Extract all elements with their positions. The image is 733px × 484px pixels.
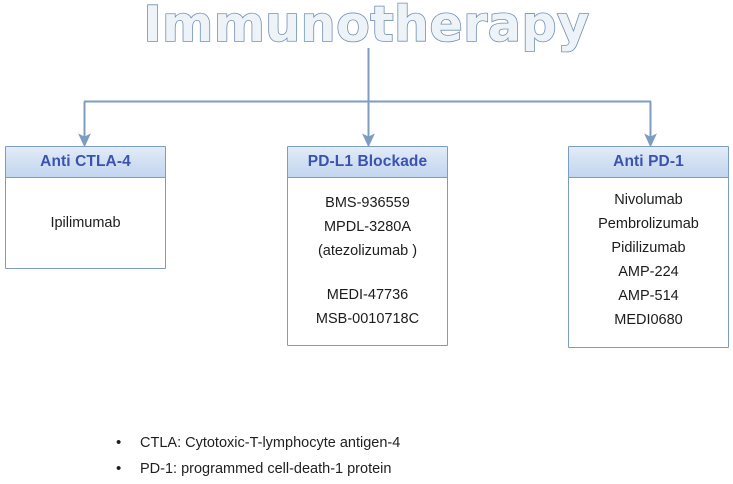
node-item: Ipilimumab [50,215,121,231]
node-anti-ctla4[interactable]: Anti CTLA-4 Ipilimumab [5,146,166,269]
node-pd-l1-blockade[interactable]: PD-L1 Blockade BMS-936559 MPDL-3280A (at… [287,146,448,346]
node-item: Pembrolizumab [598,216,699,232]
legend-item-text: CTLA: Cytotoxic-T-lymphocyte antigen-4 [140,435,401,451]
node-header-anti-ctla4: Anti CTLA-4 [6,147,165,178]
node-body-pd-l1-blockade: BMS-936559 MPDL-3280A (atezolizumab ) ME… [288,178,447,345]
node-header-pd-l1-blockade: PD-L1 Blockade [288,147,447,178]
legend-item: • PD-1: programmed cell-death-1 protein [112,456,672,482]
node-item-spacer [288,263,447,283]
node-item: MEDI-47736 [326,287,409,303]
bullet-icon: • [116,434,122,451]
legend-list: • CTLA: Cytotoxic-T-lymphocyte antigen-4… [112,430,672,482]
node-item: Nivolumab [614,192,683,208]
node-item: AMP-514 [618,288,679,304]
legend-item-text: PD-1: programmed cell-death-1 protein [140,461,392,477]
legend-item: • CTLA: Cytotoxic-T-lymphocyte antigen-4 [112,430,672,456]
node-body-anti-pd1: Nivolumab Pembrolizumab Pidilizumab AMP-… [569,178,728,347]
node-item: Pidilizumab [611,240,686,256]
node-item: (atezolizumab ) [317,243,418,259]
node-item: MEDI0680 [614,312,683,328]
node-item: MPDL-3280A [323,219,412,235]
node-item: AMP-224 [618,264,679,280]
node-body-anti-ctla4: Ipilimumab [6,178,165,268]
node-header-anti-pd1: Anti PD-1 [569,147,728,178]
bullet-icon: • [116,460,122,477]
node-anti-pd1[interactable]: Anti PD-1 Nivolumab Pembrolizumab Pidili… [568,146,729,348]
node-item: MSB-0010718C [315,311,420,327]
diagram-title: Immunotherapy [143,0,590,53]
node-item: BMS-936559 [325,195,410,211]
